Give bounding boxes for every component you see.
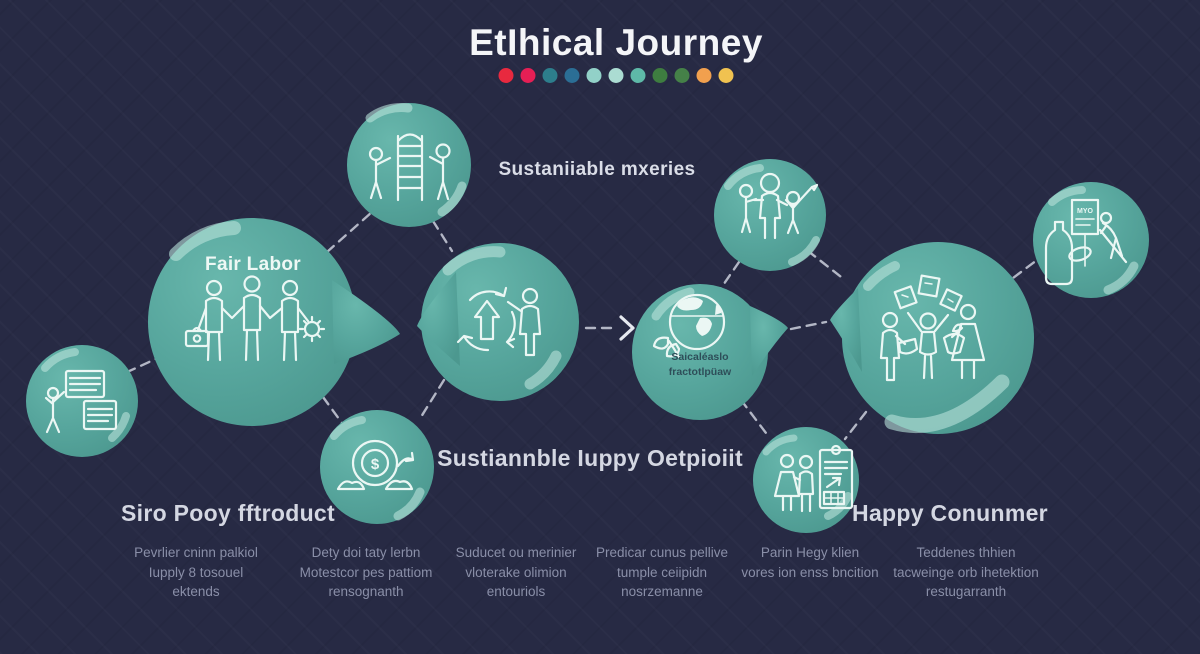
connector-line	[321, 395, 344, 425]
cleanup-bubble	[1033, 182, 1149, 298]
caption-3: Suducet ou merinier vloterake olimion en…	[455, 545, 577, 600]
fair-labor-bubble	[148, 218, 400, 426]
impact-report-icon	[773, 444, 854, 513]
title-dot	[718, 68, 734, 83]
page-title: EtIhical Journey	[469, 22, 763, 63]
dollar-symbol: $	[371, 456, 380, 473]
connector-line	[325, 210, 374, 254]
title-dot	[520, 68, 536, 83]
title-dot	[630, 68, 646, 83]
caption-5: Parin Hegy klien vores ion enss bncition	[741, 545, 879, 580]
ladder-growth-icon	[368, 133, 451, 202]
audit-boards-icon	[44, 369, 118, 434]
connector-line	[419, 378, 446, 419]
label-supply-output: Sustiannble Iuppy Oetpioiit	[437, 445, 743, 471]
label-happy-consumer: Happy Conunmer	[852, 500, 1048, 526]
fair-labor-people-icon	[184, 275, 326, 362]
label-product: Siro Pooy fftroduct	[121, 500, 335, 526]
globe-bubble	[632, 284, 788, 420]
title-dot	[564, 68, 580, 83]
connector-line	[431, 219, 454, 253]
money-bubble	[320, 410, 434, 524]
family-icon	[738, 172, 819, 240]
title-dot	[542, 68, 558, 83]
globe-bubble-caption: Saicaléaslo fractotlpüaw	[668, 351, 732, 378]
money-wheel-icon	[336, 439, 415, 491]
caption-4: Predicar cunus pellive tumple ceiipidn n…	[595, 545, 729, 600]
caption-2: Dety doi taty lerbn Motestcor pes pattio…	[299, 545, 433, 600]
cleanup-supplies-icon	[1044, 198, 1128, 286]
recycle-person-icon	[456, 286, 542, 357]
title-dot	[586, 68, 602, 83]
sign-label: MYO	[1077, 208, 1094, 215]
caption-1: Pevrlier cninn palkiol Iupply 8 tosouel …	[134, 545, 258, 600]
connector-line	[789, 320, 828, 331]
connector-line	[806, 249, 847, 282]
recycle-bubble	[417, 243, 579, 401]
consumer-bubble	[830, 242, 1034, 434]
connector-line	[717, 260, 741, 293]
report-bubble	[753, 427, 859, 533]
audit-bubble	[26, 345, 138, 457]
happy-consumers-icon	[879, 274, 986, 382]
connector-line	[739, 398, 771, 439]
title-dot	[608, 68, 624, 83]
title-dot	[696, 68, 712, 83]
caption-6: Teddenes thhien tacweinge orb ihetektion…	[893, 545, 1039, 600]
title-dot	[652, 68, 668, 83]
globe-leaf-icon	[652, 293, 726, 359]
connector-line	[843, 410, 868, 441]
title-dot	[674, 68, 690, 83]
label-sustainable-materials: Sustaniiable mxeries	[498, 159, 696, 180]
arrow-chevron-icon	[619, 315, 635, 341]
label-fair-labor: Fair Labor	[205, 254, 301, 275]
title-dots	[498, 68, 734, 83]
title-dot	[498, 68, 514, 83]
bubble-highlights	[41, 103, 1139, 521]
